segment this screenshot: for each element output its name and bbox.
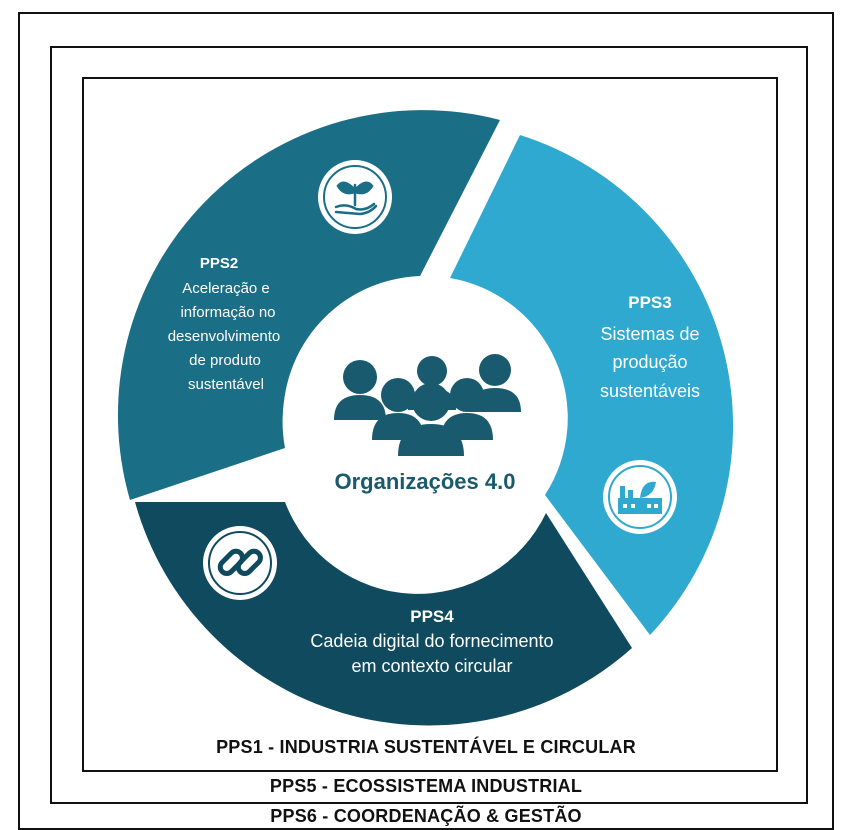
- pps4-icon-badge: [203, 526, 277, 600]
- pps5-band-label: PPS5 - ECOSSISTEMA INDUSTRIAL: [269, 776, 583, 796]
- pps5-frame: [50, 46, 808, 804]
- pps3-title: PPS3: [628, 293, 671, 312]
- pps3-line-2: produção: [612, 352, 687, 372]
- pps3-line-1: Sistemas de: [600, 324, 699, 344]
- pps2-icon-badge: [318, 160, 392, 234]
- pps2-line-4: de produto: [189, 352, 261, 369]
- pps6-band-label: PPS6 - COORDENAÇÃO & GESTÃO: [270, 806, 582, 826]
- chain-link-icon: [217, 548, 263, 576]
- pps3-icon-badge: [603, 460, 677, 534]
- plant-in-hand-icon: [334, 181, 378, 216]
- pps6-frame: [18, 12, 834, 830]
- pps3-text: PPS3 Sistemas de produção sustentáveis: [600, 293, 700, 401]
- pps2-line-1: Aceleração e: [182, 280, 270, 297]
- pps4-line-1: Cadeia digital do fornecimento: [310, 631, 553, 651]
- pps4-line-2: em contexto circular: [351, 656, 512, 676]
- pps2-line-2: informação no: [180, 304, 275, 321]
- segment-pps2: [117, 110, 500, 500]
- pps4-text: PPS4 Cadeia digital do fornecimento em c…: [310, 607, 553, 676]
- pps1-frame: [82, 77, 778, 772]
- pps2-line-5: sustentável: [188, 376, 264, 393]
- pps2-line-3: desenvolvimento: [168, 328, 281, 345]
- pps2-title: PPS2: [200, 255, 238, 272]
- pps3-line-3: sustentáveis: [600, 381, 700, 401]
- center-label: Organizações 4.0: [335, 469, 516, 494]
- people-group-icon: [334, 354, 521, 456]
- factory-leaf-icon: [618, 481, 662, 514]
- pps2-text: PPS2 Aceleração e informação no desenvol…: [168, 255, 281, 393]
- pps1-band-label: PPS1 - INDUSTRIA SUSTENTÁVEL E CIRCULAR: [216, 737, 636, 757]
- pps4-title: PPS4: [410, 607, 454, 626]
